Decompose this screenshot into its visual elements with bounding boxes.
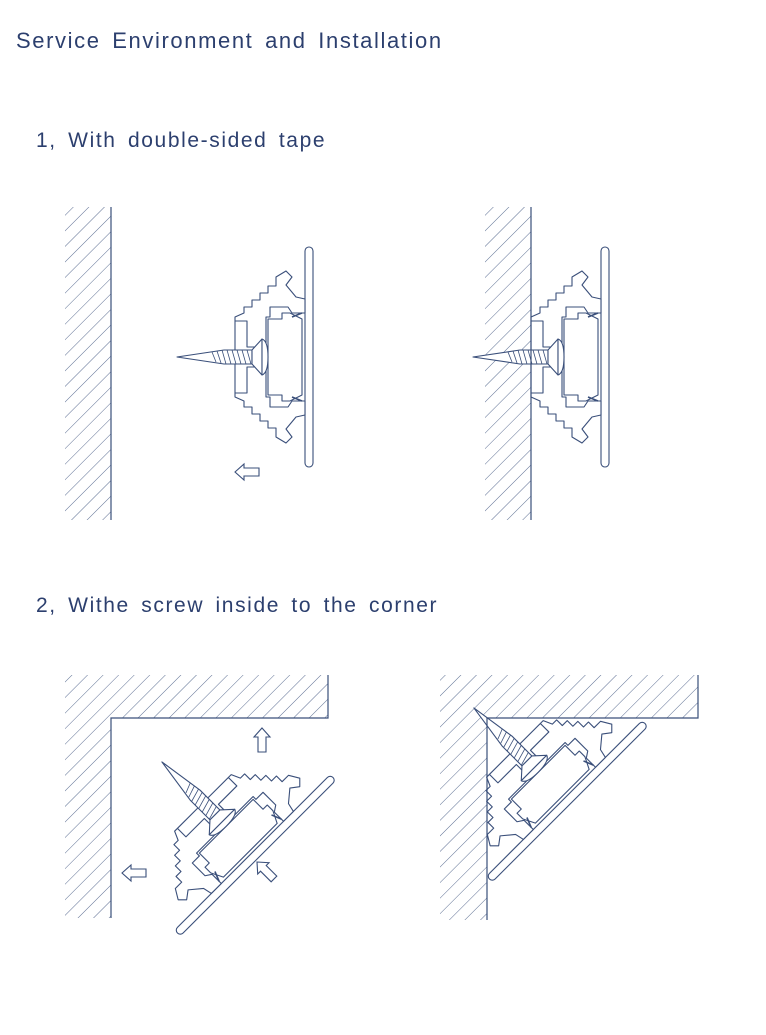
page-title: Service Environment and Installation <box>16 28 443 53</box>
arrow-up-icon <box>253 727 271 753</box>
section-heading-corner: 2, Withe screw inside to the corner <box>36 594 439 617</box>
profile-with-screw <box>83 683 337 937</box>
diagram-corner-before <box>65 675 337 937</box>
wall-hatch <box>65 207 111 520</box>
diagram-corner-after <box>395 629 699 920</box>
arrow-left-icon <box>121 864 147 882</box>
profile-with-screw <box>176 246 314 468</box>
diagram-tape-before <box>65 207 314 520</box>
profile-with-screw <box>395 629 649 883</box>
diagram-tape-after <box>472 207 610 520</box>
section-heading-tape: 1, With double-sided tape <box>36 129 327 152</box>
arrow-left-icon <box>234 463 260 481</box>
